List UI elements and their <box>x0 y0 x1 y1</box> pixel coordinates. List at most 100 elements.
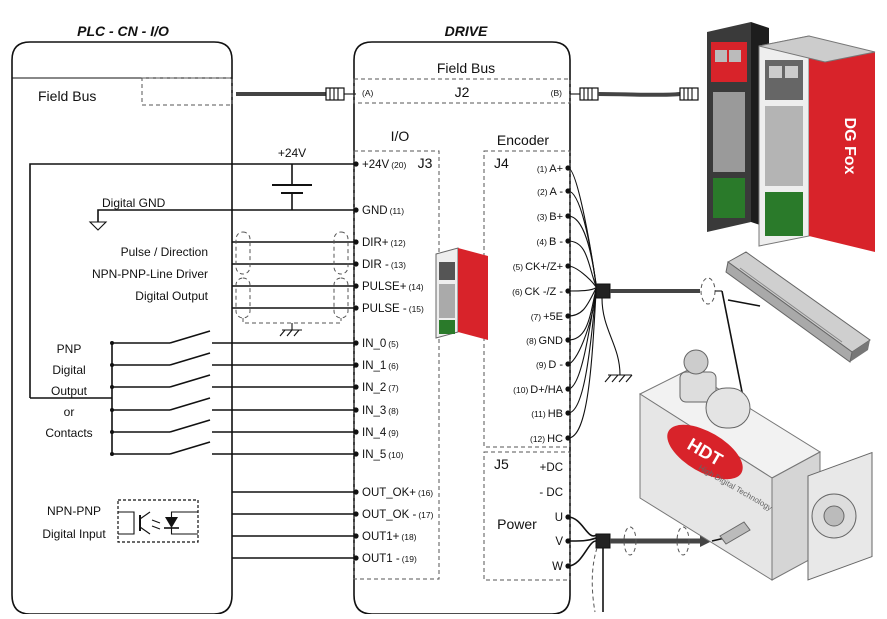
io-pin-label: IN_0(5) <box>362 338 399 350</box>
power-pin-label: U <box>555 512 563 524</box>
encoder-cable <box>567 167 722 439</box>
power-wire <box>567 516 597 537</box>
input-switch-icon <box>110 330 354 345</box>
io-pin-label: IN_2(7) <box>362 382 399 394</box>
encoder-pin-label: (11)HB <box>531 408 563 420</box>
gnd-symbol <box>88 221 108 231</box>
io-pin-label: OUT_OK -(17) <box>362 509 434 521</box>
encoder-wire <box>567 215 597 286</box>
io-pin-list: +24V(20) GND(11) DIR+(12) DIR -(13) PULSE+(1… <box>353 159 434 565</box>
encoder-wire <box>567 265 597 288</box>
io-pin-dot <box>353 340 359 346</box>
plc-field-bus-label: Field Bus <box>38 88 96 104</box>
io-pin-dot <box>353 555 359 561</box>
servo-motor-image: HDT High Digital Technology <box>638 349 873 581</box>
pnp-label-3: Output <box>51 384 88 398</box>
j4-label: J4 <box>494 155 509 171</box>
io-pin-dot <box>353 533 359 539</box>
digital-gnd-label: Digital GND <box>102 196 166 210</box>
io-pin-dot <box>353 407 359 413</box>
io-pin-label: OUT1+(18) <box>362 531 417 543</box>
io-pin-label: IN_3(8) <box>362 405 399 417</box>
encoder-wire <box>567 240 597 287</box>
power-wire <box>567 537 597 542</box>
io-pin-dot <box>353 239 359 245</box>
encoder-wire <box>567 289 597 341</box>
power-pin-label: V <box>555 536 563 548</box>
io-pin-label: OUT1 -(19) <box>362 553 417 565</box>
plc-field-bus-port <box>141 77 233 106</box>
power-pin-label: +DC <box>540 462 563 474</box>
pulse-label-1: Pulse / Direction <box>121 245 208 259</box>
io-pin-dot <box>353 207 359 213</box>
encoder-to-scale-cable <box>727 299 761 307</box>
power-pin-label: - DC <box>539 487 563 499</box>
io-pin-label: IN_4(9) <box>362 427 399 439</box>
power-pin-label: W <box>552 561 563 573</box>
j2-label: J2 <box>455 84 470 100</box>
pnp-label-2: Digital <box>52 363 85 377</box>
io-pin-dot <box>353 511 359 517</box>
j5-label: J5 <box>494 456 509 472</box>
optocoupler-icon <box>117 499 199 543</box>
io-pin-label: DIR -(13) <box>362 259 406 271</box>
field-bus-cable-left <box>236 87 356 101</box>
pnp-label-1: PNP <box>57 342 82 356</box>
j2-tag-b: (B) <box>551 88 563 98</box>
encoder-pin-label: (9)D - <box>536 359 563 371</box>
io-pin-label: OUT_OK+(16) <box>362 487 433 499</box>
io-pin-dot <box>353 489 359 495</box>
io-pin-dot <box>353 451 359 457</box>
pnp-label-4: or <box>64 405 75 419</box>
input-switch-icon <box>110 352 354 367</box>
io-pin-label: GND(11) <box>362 205 404 217</box>
encoder-wire <box>567 291 597 414</box>
io-pin-dot <box>353 429 359 435</box>
power-title: Power <box>497 516 537 532</box>
encoder-pin-label: (8)GND <box>526 335 563 347</box>
encoder-wire <box>567 290 597 390</box>
io-pin-label: PULSE -(15) <box>362 303 424 315</box>
io-pin-dot <box>353 161 359 167</box>
io-pin-label: IN_1(6) <box>362 360 399 372</box>
pnp-label-5: Contacts <box>45 426 92 440</box>
drive-title: DRIVE <box>445 23 488 39</box>
drive-thumbnail-icon <box>435 247 488 340</box>
j2-tag-a: (A) <box>362 88 374 98</box>
npn-output-circuit: NPN-PNP Digital Input <box>42 491 354 559</box>
encoder-pin-label: (1)A+ <box>537 163 563 175</box>
pulse-label-3: Digital Output <box>135 289 208 303</box>
io-pin-label: DIR+(12) <box>362 237 406 249</box>
io-pin-dot <box>353 261 359 267</box>
encoder-pin-label: (6)CK -/Z - <box>512 286 563 298</box>
io-pin-label: +24V(20) <box>362 159 406 171</box>
input-switch-icon <box>110 374 354 389</box>
io-pin-label: PULSE+(14) <box>362 281 424 293</box>
encoder-wire <box>567 288 597 317</box>
encoder-pin-label: (10)D+/HA <box>513 384 563 396</box>
encoder-pin-label: (3)B+ <box>537 211 563 223</box>
input-switch-icon <box>110 397 354 412</box>
field-bus-cable-right <box>570 87 699 101</box>
power-cable-end <box>719 521 751 545</box>
encoder-title: Encoder <box>497 132 549 148</box>
drive-product-image: DG Fox <box>707 22 876 252</box>
pulse-label-2: NPN-PNP-Line Driver <box>92 267 208 281</box>
input-switch-icon <box>110 419 354 434</box>
npn-label-1: NPN-PNP <box>47 504 101 518</box>
plc-title: PLC - CN - I/O <box>77 23 169 39</box>
drive-field-bus-title: Field Bus <box>437 60 495 76</box>
encoder-wire <box>567 167 597 284</box>
io-pin-dot <box>353 305 359 311</box>
encoder-pin-label: (7)+5E <box>531 311 563 323</box>
pnp-inputs-circuit: PNP Digital Output or Contacts <box>29 330 354 456</box>
encoder-pin-label: (5)CK+/Z+ <box>513 261 563 273</box>
encoder-pin-label: (4)B - <box>537 236 564 248</box>
io-title: I/O <box>391 128 410 144</box>
npn-label-2: Digital Input <box>42 527 106 541</box>
pulse-direction-circuit: Pulse / Direction NPN-PNP-Line Driver Di… <box>92 231 354 337</box>
io-pin-label: IN_5(10) <box>362 449 404 461</box>
j2-field-bus-connector <box>353 78 571 104</box>
encoder-wire <box>567 292 597 439</box>
